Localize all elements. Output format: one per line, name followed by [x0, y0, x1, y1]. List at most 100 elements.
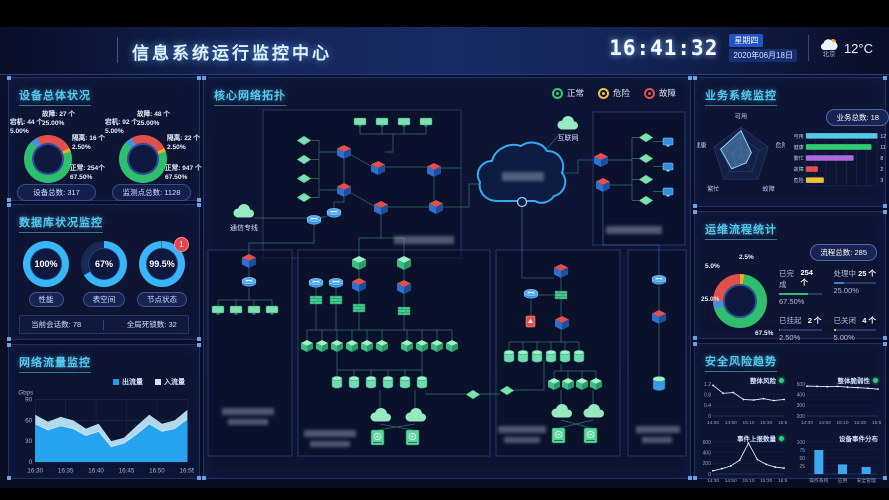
- svg-text:14:50: 14:50: [725, 420, 737, 426]
- deadlock-count: 全局死锁数: 32: [126, 320, 177, 329]
- svg-text:3: 3: [880, 178, 883, 184]
- monitor-total-badge: 监测点总数: 1128: [112, 184, 191, 201]
- business-total-badge: 业务总数: 18: [826, 109, 889, 126]
- weather-city: 北京: [822, 50, 836, 58]
- divider: [103, 319, 105, 330]
- svg-text:15:10: 15:10: [742, 420, 754, 426]
- svg-text:可用: 可用: [735, 114, 747, 121]
- legend-outbound[interactable]: 出流量: [113, 377, 143, 387]
- svg-text:50: 50: [799, 456, 805, 462]
- internet-cloud: 互联网: [557, 116, 579, 142]
- svg-text:100: 100: [797, 440, 806, 446]
- svg-text:500: 500: [797, 382, 806, 388]
- svg-text:12: 12: [880, 134, 886, 140]
- panel-business-systems: 业务系统监控 可用危险故障繁忙健康 业务总数: 18 可用12健康11繁忙8故障…: [693, 76, 889, 208]
- weather-widget: 北京 12°C: [820, 38, 873, 59]
- svg-text:15:30: 15:30: [760, 478, 772, 484]
- svg-text:16:55: 16:55: [180, 467, 194, 474]
- header: 信息系统运行监控中心 16:41:32 星期四 2020年06月18日 北京 1…: [0, 27, 889, 75]
- svg-text:2: 2: [880, 167, 883, 173]
- status-dot-icon: [873, 377, 878, 383]
- svg-text:15:50: 15:50: [778, 478, 787, 484]
- svg-text:25: 25: [799, 464, 805, 470]
- svg-text:11: 11: [880, 145, 885, 151]
- status-dot-icon: [779, 377, 784, 383]
- svg-text:400: 400: [797, 392, 806, 398]
- donut-pct-label: 2.5%: [739, 254, 754, 261]
- panel-title: 设备总体状况: [19, 91, 91, 106]
- date-block: 星期四 2020年06月18日: [729, 34, 797, 62]
- svg-text:90: 90: [25, 397, 32, 404]
- db-gauge-nodes: 99.5%1 节点状态: [134, 237, 190, 307]
- gauge-label: 节点状态: [137, 292, 187, 307]
- svg-text:30: 30: [25, 438, 32, 445]
- svg-text:400: 400: [703, 450, 712, 456]
- svg-text:15:50: 15:50: [872, 420, 881, 426]
- security-chart-grid: 整体风险 00.40.81.214:3014:5015:1015:3015:50…: [695, 372, 885, 488]
- svg-text:0.8: 0.8: [704, 392, 711, 398]
- ops-donut-chart: [713, 274, 767, 328]
- svg-text:0: 0: [708, 472, 711, 478]
- svg-text:0: 0: [29, 459, 33, 466]
- legend-danger[interactable]: 危险: [597, 87, 630, 99]
- db-gauges: 100% 性能 67% 表空间 99.5%1 节点状态: [9, 233, 199, 307]
- topology-diagram: 通信专线 互联网: [207, 109, 687, 457]
- panel-database-status: 数据库状况监控 100% 性能 67% 表空间 99.5%1 节点状态 当前会话…: [7, 203, 201, 341]
- legend-swatch: [155, 379, 161, 385]
- legend-inbound[interactable]: 入流量: [155, 377, 185, 387]
- svg-text:200: 200: [703, 461, 712, 467]
- svg-text:14:30: 14:30: [801, 420, 813, 426]
- svg-text:15:10: 15:10: [742, 478, 754, 484]
- internet-label: 互联网: [558, 133, 579, 142]
- header-right: 16:41:32 星期四 2020年06月18日 北京 12°C: [609, 34, 873, 62]
- svg-text:16:45: 16:45: [119, 467, 135, 474]
- db-gauge-tablespace: 67% 表空间: [76, 241, 132, 307]
- svg-text:0.4: 0.4: [704, 403, 711, 409]
- svg-text:600: 600: [703, 440, 712, 446]
- panel-title: 运维流程统计: [705, 225, 777, 240]
- leased-line-label: 通信专线: [230, 223, 258, 232]
- svg-text:15:50: 15:50: [778, 420, 787, 426]
- svg-text:Gbps: Gbps: [18, 389, 33, 396]
- gauge-label: 性能: [28, 292, 64, 307]
- panel-title: 安全风险趋势: [705, 357, 777, 372]
- topology-zones: [207, 109, 687, 457]
- device-total-badge: 设备总数: 317: [17, 184, 96, 201]
- monitor-donut-chart: [119, 135, 167, 183]
- panel-title: 业务系统监控: [705, 91, 777, 106]
- svg-text:200: 200: [797, 414, 806, 420]
- donut-pct-label: 5.0%: [705, 263, 720, 270]
- gauge-label: 表空间: [82, 292, 126, 307]
- status-ring-icon: [597, 87, 609, 99]
- status-ring-icon: [643, 87, 655, 99]
- legend-fault[interactable]: 故障: [643, 87, 676, 99]
- topology-legend: 正常 危险 故障: [551, 87, 676, 99]
- svg-text:15:10: 15:10: [836, 420, 848, 426]
- svg-text:14:50: 14:50: [819, 420, 831, 426]
- weather-cloud-icon: 北京: [820, 38, 838, 59]
- svg-text:16:40: 16:40: [88, 467, 104, 474]
- svg-text:8: 8: [880, 156, 883, 162]
- svg-text:健康: 健康: [697, 142, 706, 150]
- legend-normal[interactable]: 正常: [551, 87, 584, 99]
- alert-count-badge: 1: [174, 237, 189, 252]
- svg-text:15:30: 15:30: [760, 420, 772, 426]
